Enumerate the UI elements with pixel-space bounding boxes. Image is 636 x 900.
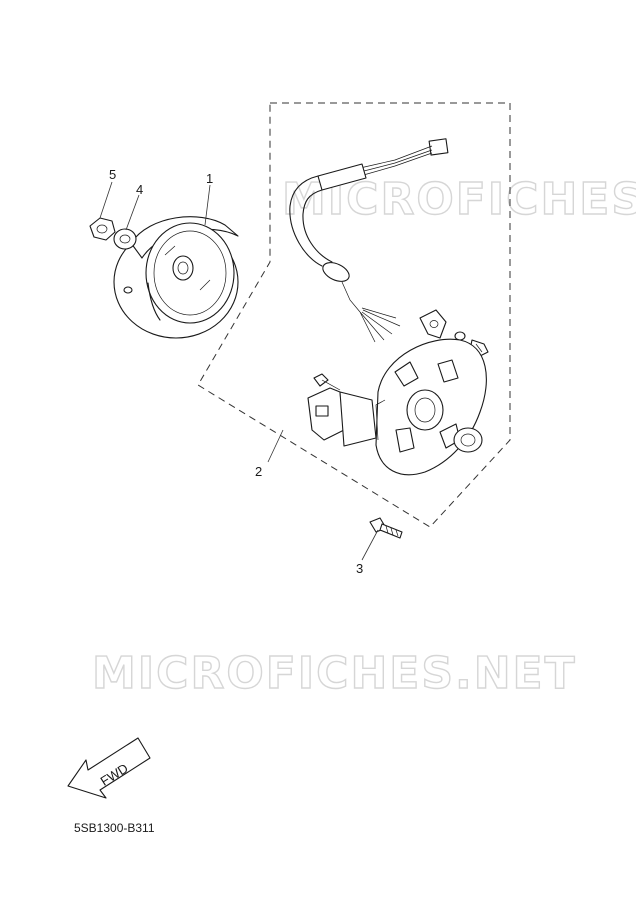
leader-lines [99, 181, 379, 561]
pickup-coil [307, 373, 377, 447]
screw [369, 517, 403, 539]
callout-3: 3 [356, 561, 363, 576]
stator-plate [375, 338, 487, 476]
diagram-code: 5SB1300-B311 [74, 821, 155, 835]
watermark-bottom: MICROFICHES.NET [92, 648, 577, 699]
assembly-boundary [197, 102, 511, 528]
nut [89, 217, 116, 241]
callout-2: 2 [255, 464, 262, 479]
wire-harness [289, 138, 449, 343]
callout-4: 4 [136, 182, 143, 197]
wire-clamp [419, 309, 489, 357]
fwd-arrow: FWD [67, 737, 151, 799]
flywheel-rotor [113, 216, 239, 339]
callout-5: 5 [109, 167, 116, 182]
washer [113, 228, 137, 250]
callout-1: 1 [206, 171, 213, 186]
